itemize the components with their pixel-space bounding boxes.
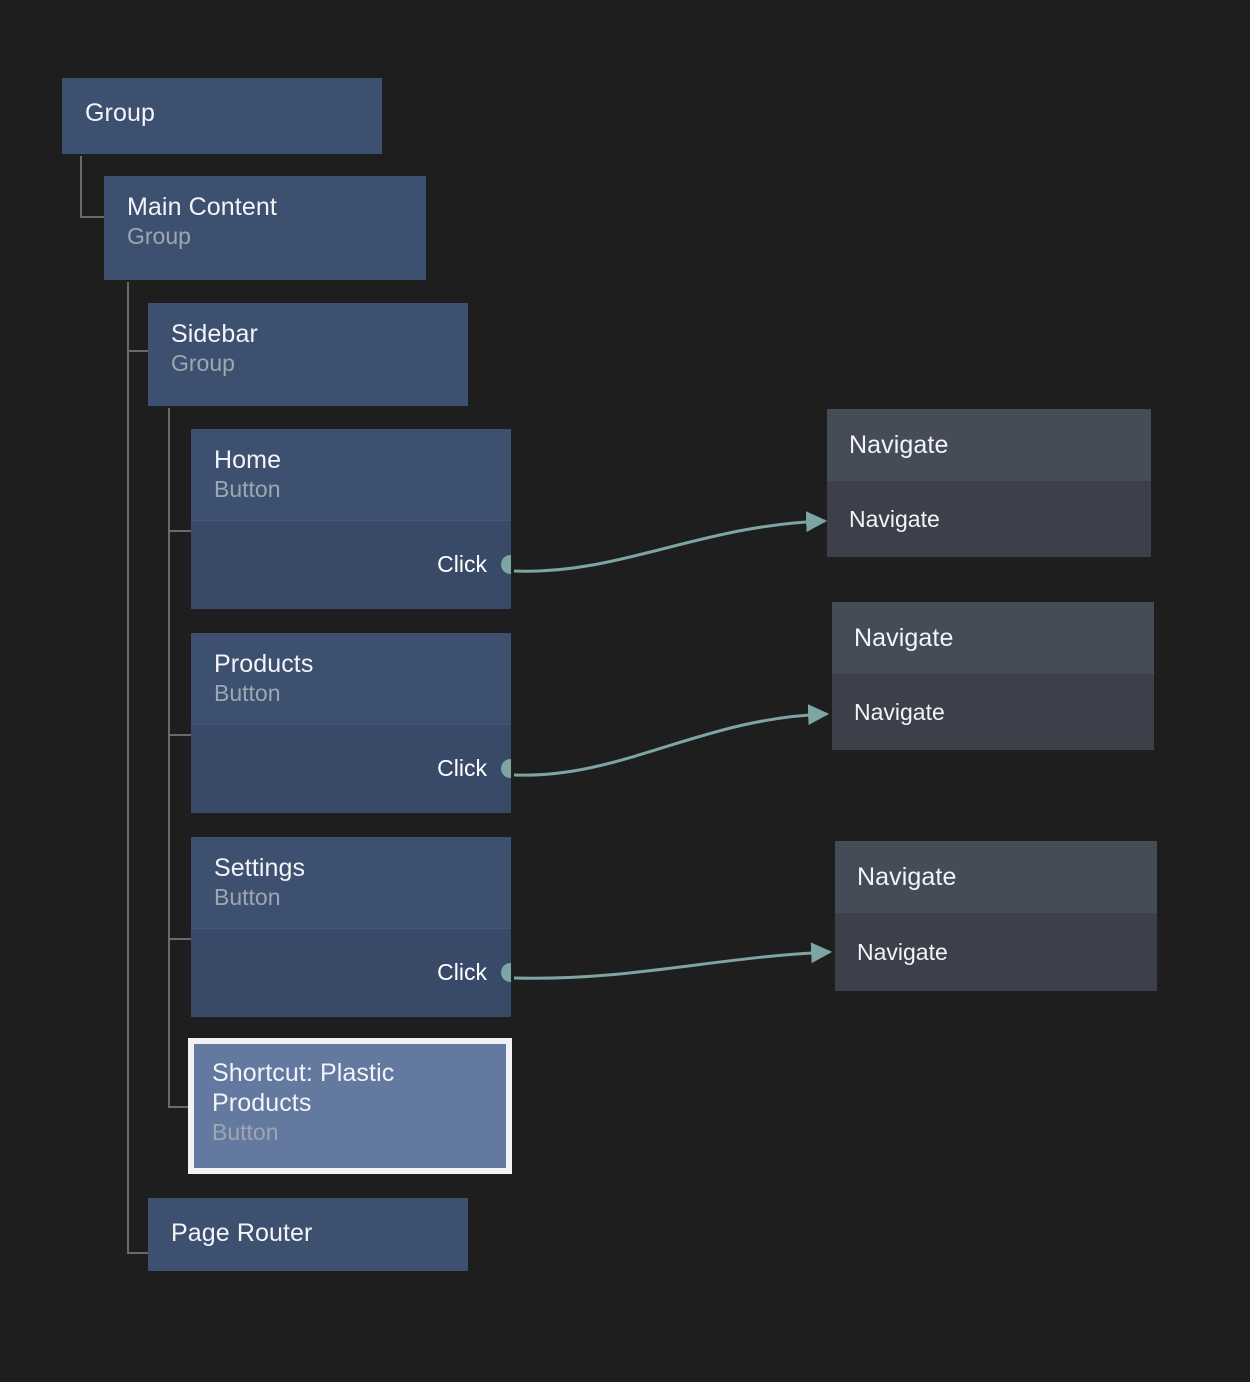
node-settings-port-strip: Click	[191, 928, 511, 1017]
node-navigate-2-title: Navigate	[854, 624, 954, 652]
node-settings-title: Settings	[214, 854, 306, 882]
node-home-header: Home Button	[191, 429, 511, 520]
node-main-content[interactable]: Main Content Group	[104, 176, 426, 280]
node-page-router-header: Page Router	[148, 1198, 468, 1268]
node-settings[interactable]: Settings Button Click	[191, 837, 511, 1017]
node-page-router-title: Page Router	[171, 1219, 313, 1247]
node-navigate-2-header: Navigate	[832, 602, 1154, 674]
node-products-click-label: Click	[437, 755, 487, 781]
node-shortcut-plastic-products-header: Shortcut: Plastic Products Button	[194, 1044, 506, 1161]
node-sidebar-header: Sidebar Group	[148, 303, 468, 394]
node-sidebar-title: Sidebar	[171, 320, 258, 348]
node-home-port-dot[interactable]	[501, 555, 511, 574]
tree-guide-sidebar-children	[168, 408, 196, 1108]
node-navigate-3-header: Navigate	[835, 841, 1157, 913]
node-navigate-2-row[interactable]: Navigate	[832, 674, 1154, 750]
node-home-subtitle: Button	[214, 476, 281, 502]
node-settings-subtitle: Button	[214, 884, 281, 910]
node-products-title: Products	[214, 650, 314, 678]
node-products-header: Products Button	[191, 633, 511, 724]
node-products-subtitle: Button	[214, 680, 281, 706]
node-navigate-3-row[interactable]: Navigate	[835, 913, 1157, 991]
node-navigate-1-title: Navigate	[849, 431, 949, 459]
node-settings-click-label: Click	[437, 959, 487, 985]
node-home-click-port[interactable]: Click	[437, 553, 511, 576]
node-group-root[interactable]: Group	[62, 78, 382, 154]
node-home-title: Home	[214, 446, 282, 474]
node-shortcut-plastic-products-subtitle: Button	[212, 1119, 279, 1145]
tree-guide-main-content-children	[127, 282, 155, 1254]
node-navigate-3-row-label: Navigate	[857, 938, 948, 965]
node-group-root-title: Group	[85, 99, 155, 127]
node-navigate-1-row[interactable]: Navigate	[827, 481, 1151, 557]
edge-home-to-navigate-1	[513, 511, 828, 573]
node-navigate-1[interactable]: Navigate Navigate	[827, 409, 1151, 557]
node-navigate-1-row-label: Navigate	[849, 505, 940, 532]
node-home-click-label: Click	[437, 551, 487, 577]
node-home[interactable]: Home Button Click	[191, 429, 511, 609]
node-main-content-title: Main Content	[127, 193, 277, 221]
node-navigate-2[interactable]: Navigate Navigate	[832, 602, 1154, 750]
node-group-root-header: Group	[62, 78, 382, 148]
tree-guide-group-to-main-content	[80, 156, 108, 218]
node-home-port-strip: Click	[191, 520, 511, 609]
node-navigate-2-row-label: Navigate	[854, 698, 945, 725]
node-navigate-1-header: Navigate	[827, 409, 1151, 481]
node-main-content-header: Main Content Group	[104, 176, 426, 267]
edge-settings-to-navigate-3	[513, 942, 833, 980]
node-sidebar-subtitle: Group	[171, 350, 235, 376]
node-products-port-dot[interactable]	[501, 759, 511, 778]
node-settings-header: Settings Button	[191, 837, 511, 928]
node-navigate-3-title: Navigate	[857, 863, 957, 891]
node-page-router[interactable]: Page Router	[148, 1198, 468, 1271]
edge-products-to-navigate-2	[513, 704, 830, 777]
node-main-content-subtitle: Group	[127, 223, 191, 249]
node-products-click-port[interactable]: Click	[437, 757, 511, 780]
node-navigate-3[interactable]: Navigate Navigate	[835, 841, 1157, 991]
node-products[interactable]: Products Button Click	[191, 633, 511, 813]
node-sidebar[interactable]: Sidebar Group	[148, 303, 468, 406]
node-settings-port-dot[interactable]	[501, 963, 511, 982]
node-shortcut-plastic-products-title: Shortcut: Plastic Products	[212, 1059, 395, 1117]
node-shortcut-plastic-products[interactable]: Shortcut: Plastic Products Button	[188, 1038, 512, 1174]
node-products-port-strip: Click	[191, 724, 511, 813]
node-settings-click-port[interactable]: Click	[437, 961, 511, 984]
